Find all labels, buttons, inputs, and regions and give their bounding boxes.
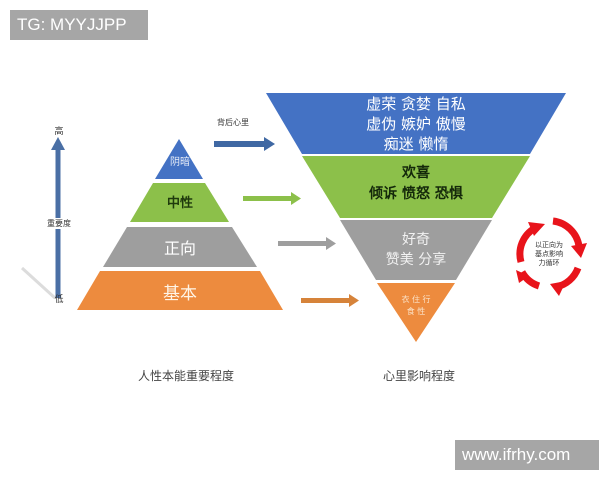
pyramid-label-neutral: 中性 [166,196,193,211]
cycle-line-1: 以正向为 [535,241,563,249]
cycle-line-2: 基点影响 [535,250,563,258]
cycle-line-3: 力循环 [538,259,560,267]
pyramid-layer-basic [77,271,283,310]
band-basic-text: 衣 住 行 食 性 [386,294,446,318]
watermark-bottom: www.ifrhy.com [455,440,599,470]
pyramid-label-dark: 阴暗 [170,157,190,168]
band-positive-text: 好奇 赞美 分享 [356,230,476,270]
connector-arrow-blue [214,137,275,151]
band-negative-line-1: 虚荣 贪婪 自私 [366,95,466,113]
cycle-text: 以正向为 基点影响 力循环 [526,241,572,268]
band-basic-line-1: 衣 住 行 [401,295,431,304]
connector-arrow-gray [278,237,336,250]
axis-mid-label: 重要度 [44,218,74,229]
influence-inverted-triangle [266,93,566,342]
band-positive-line-2: 赞美 分享 [385,252,447,268]
band-basic-line-2: 食 性 [406,307,426,316]
pyramid-layer-positive [103,227,257,267]
inverted-triangle-caption: 心里影响程度 [382,369,455,383]
pyramid-label-positive: 正向 [163,239,196,258]
band-negative [266,93,566,154]
pyramid-layer-neutral [130,183,229,222]
band-neutral-line-2: 倾诉 愤怒 恐惧 [369,186,463,202]
decorative-line [20,266,57,300]
band-negative-line-3: 痴迷 懒惰 [383,135,449,153]
band-positive [340,220,492,280]
pyramid-label-basic: 基本 [163,284,197,304]
band-neutral [302,156,530,218]
band-basic [377,283,455,342]
cycle-arrowheads [516,222,587,296]
axis-low-label: 低 [54,295,64,305]
band-neutral-line-1: 欢喜 [402,165,430,181]
connector-arrow-green [243,192,301,205]
band-negative-text: 虚荣 贪婪 自私 虚伪 嫉妒 傲慢 痴迷 懒惰 [316,94,516,154]
axis-high-label: 高 [54,127,64,137]
band-positive-line-1: 好奇 [402,232,430,248]
connector-label: 背后心里 [217,118,249,127]
band-negative-line-2: 虚伪 嫉妒 傲慢 [366,115,466,133]
pyramid-layer-dark [155,139,203,179]
pyramid-caption: 人性本能重要程度 [137,369,234,383]
band-neutral-text: 欢喜 倾诉 愤怒 恐惧 [326,163,506,205]
watermark-top: TG: MYYJJPP [10,10,148,40]
connector-arrow-orange [301,294,359,307]
instinct-pyramid [77,139,283,310]
